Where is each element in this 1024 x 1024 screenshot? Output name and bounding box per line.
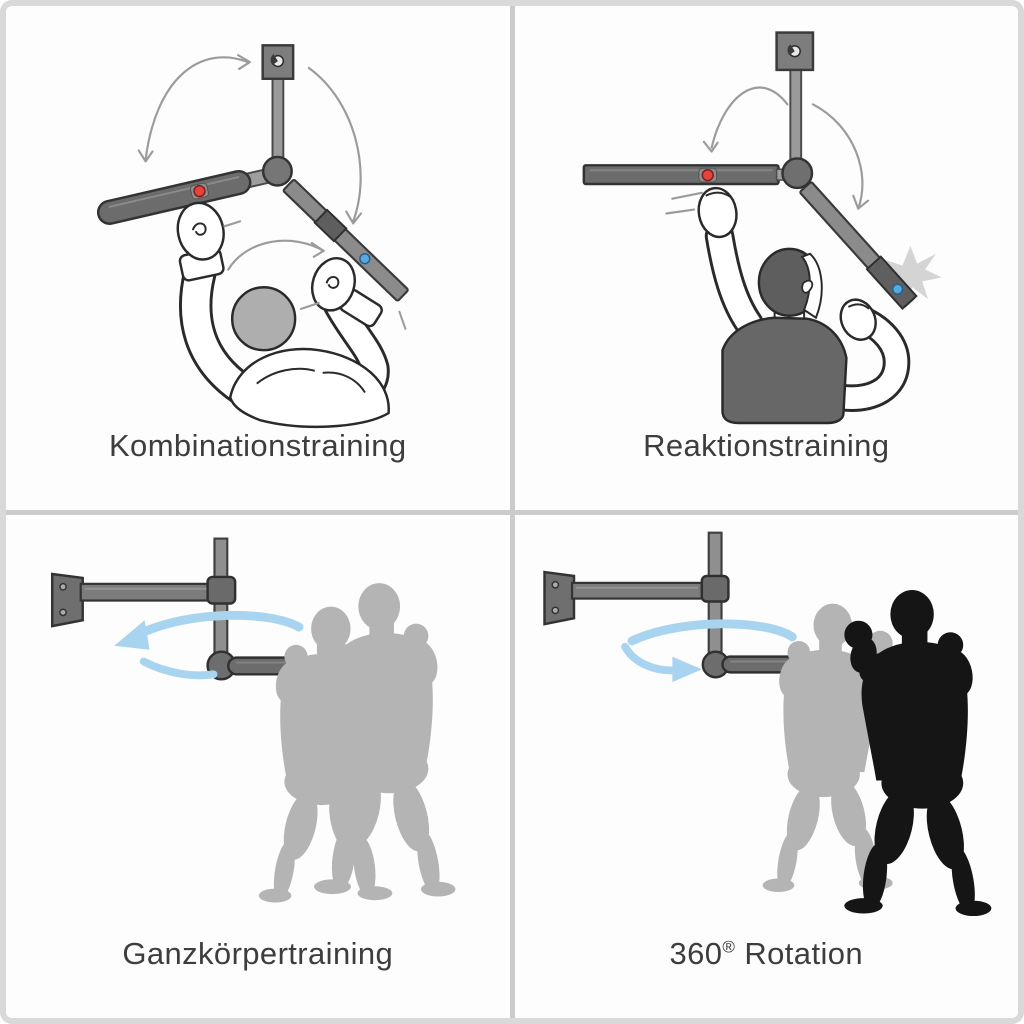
ear — [800, 279, 813, 294]
kombinationstraining-illustration — [96, 44, 409, 429]
clamp-joint — [206, 575, 237, 605]
registered-mark: ® — [722, 937, 736, 957]
rotation-hub-icon — [780, 157, 813, 190]
wall-plate-icon — [542, 570, 575, 626]
boxer-top-view — [176, 201, 390, 429]
label-360: 360 — [669, 936, 723, 971]
panel-title-ganzkoerpertraining: Ganzkörpertraining — [122, 936, 394, 971]
boxing-glove-right — [310, 257, 356, 312]
reaktionstraining-illustration — [582, 31, 942, 425]
fist-left — [696, 186, 738, 239]
rotation-arrow-icons — [702, 86, 869, 210]
ceiling-bracket-icon — [774, 31, 814, 72]
blue-target-dot — [359, 253, 371, 265]
wall-plate-icon — [50, 572, 84, 628]
feature-grid: Kombinationstraining — [6, 6, 1018, 1018]
panel-title-360-rotation: 360® Rotation — [515, 936, 1019, 972]
rotation-arrow-icons — [137, 54, 363, 271]
boxer-rear-view — [664, 186, 910, 425]
ceiling-mount-trainer — [582, 31, 918, 335]
rotation-arrow-blue-icon — [114, 610, 304, 679]
wall-mount-trainer — [542, 531, 828, 678]
panel-title-reaktionstraining: Reaktionstraining — [643, 427, 890, 463]
ceiling-bracket-icon — [261, 44, 295, 81]
wall-mount-trainer — [50, 537, 332, 680]
ceiling-mount-trainer — [96, 44, 409, 330]
red-target-dot — [701, 168, 714, 182]
label-rotation: Rotation — [735, 936, 864, 971]
rotating-arm-right — [798, 181, 918, 310]
rotation-hub-icon — [261, 155, 293, 187]
panel-reaktionstraining: Reaktionstraining — [514, 6, 1018, 510]
impact-flash-icon — [882, 245, 942, 305]
red-target-dot — [193, 184, 206, 198]
panel-kombinationstraining: Kombinationstraining — [6, 6, 510, 510]
tank-top — [720, 316, 848, 425]
fist-right — [838, 298, 877, 341]
boxer-head — [230, 286, 297, 352]
rotation-360-illustration — [542, 531, 991, 916]
blue-target-dot — [891, 283, 903, 295]
panel-title-kombinationstraining: Kombinationstraining — [108, 427, 407, 463]
rotation-arrow-blue-icon — [620, 618, 797, 682]
ganzkoerpertraining-illustration — [50, 537, 456, 903]
boxing-glove-left — [176, 201, 225, 261]
clamp-joint — [700, 574, 730, 603]
panel-360-rotation: 360® Rotation — [514, 514, 1019, 1018]
rotating-arm-left — [582, 164, 780, 186]
panel-ganzkoerpertraining: Ganzkörpertraining — [6, 514, 510, 1018]
rotating-arm-right — [282, 178, 409, 330]
